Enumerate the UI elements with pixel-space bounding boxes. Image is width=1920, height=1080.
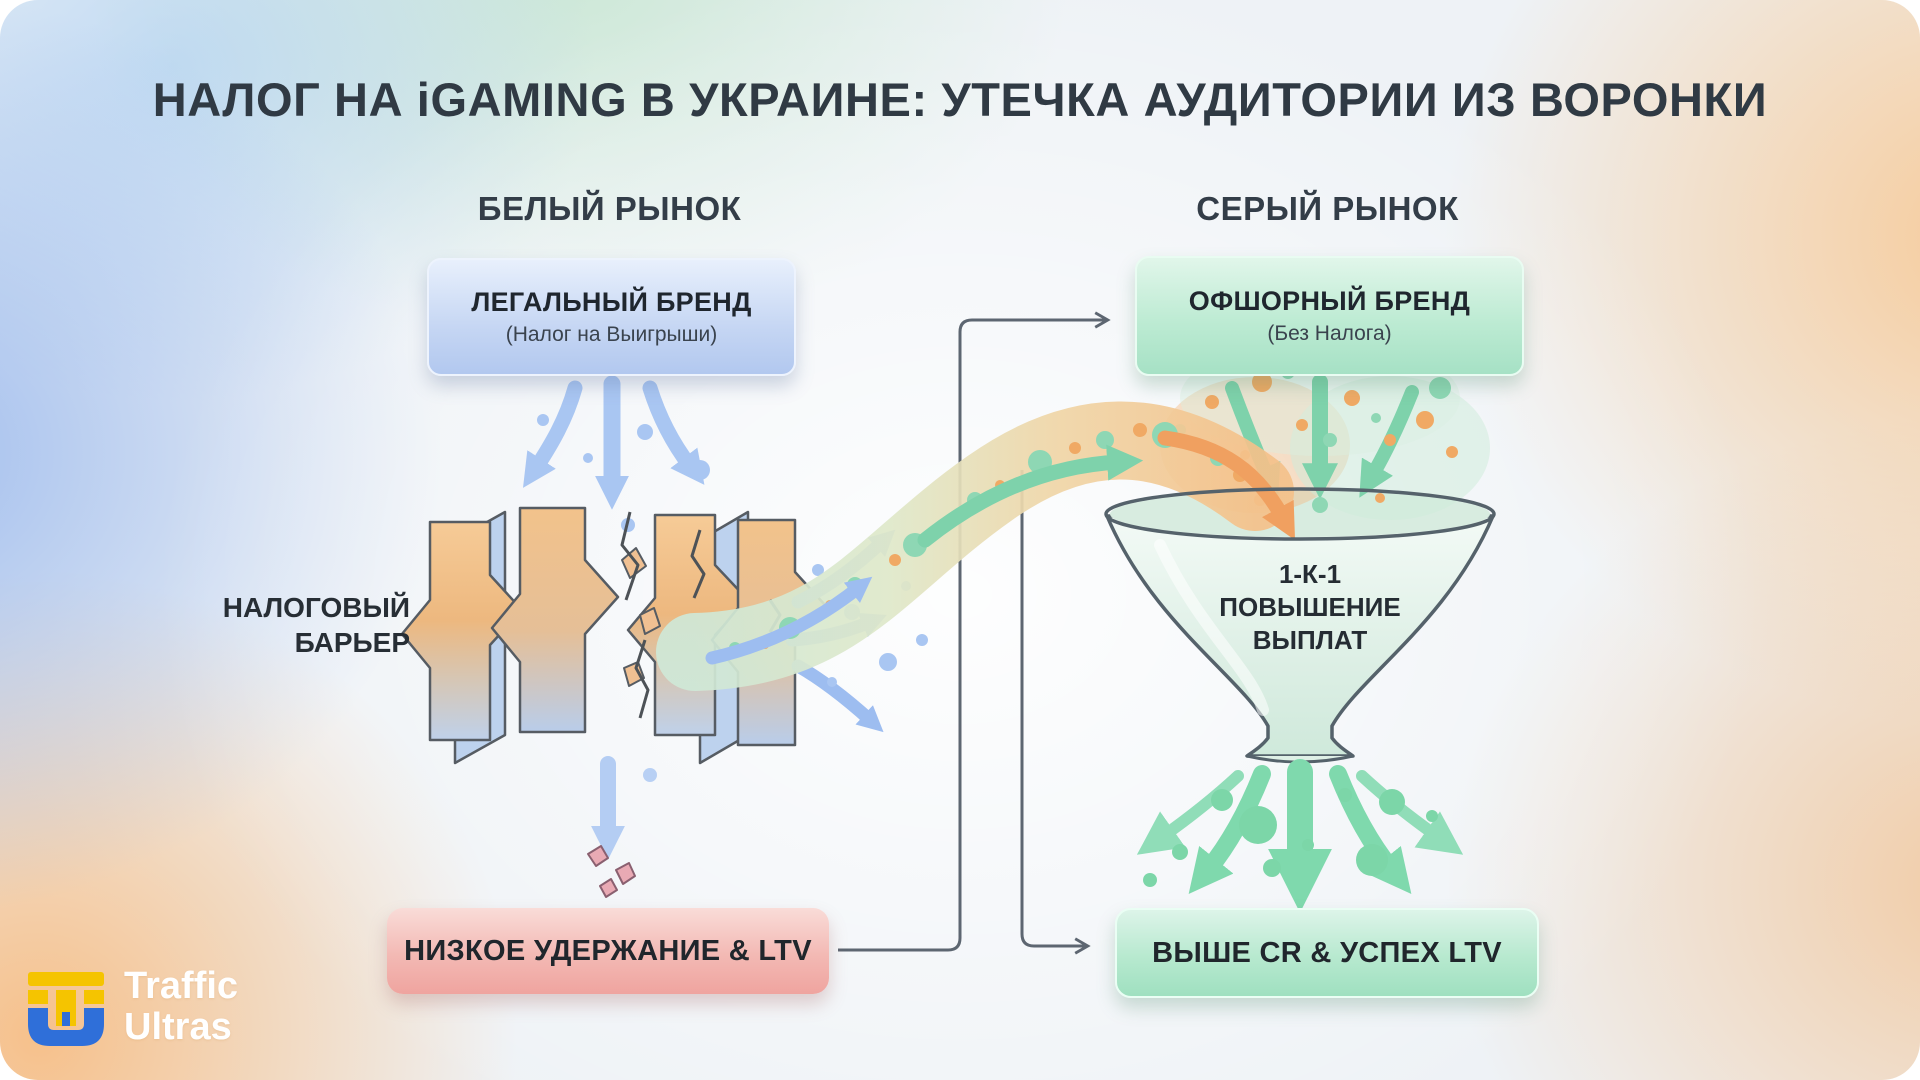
legal-brand-title: ЛЕГАЛЬНЫЙ БРЕНД: [471, 287, 752, 317]
logo-mark-icon: [28, 972, 104, 1046]
traffic-ultras-logo: Traffic Ultras: [24, 966, 238, 1050]
funnel-label-line1: 1-К-1: [1278, 559, 1342, 589]
audience-down-arrows-icon: [522, 375, 710, 532]
higher-cr-card: ВЫШЕ CR & УСПЕХ LTV: [1115, 908, 1539, 998]
funnel-rim-icon: [1104, 487, 1496, 541]
logo-wordmark: Traffic Ultras: [124, 966, 238, 1048]
tax-barrier-label: НАЛОГОВЫЙ БАРЬЕР: [170, 590, 410, 660]
debris-icon: [587, 845, 636, 898]
low-retention-label: НИЗКОЕ УДЕРЖАНИЕ & LTV: [404, 934, 812, 967]
funnel-label: 1-К-1 ПОВЫШЕНИЕ ВЫПЛАТ: [1205, 558, 1415, 657]
offshore-brand-subtitle: (Без Налога): [1267, 322, 1392, 345]
higher-cr-label: ВЫШЕ CR & УСПЕХ LTV: [1152, 936, 1502, 969]
legal-brand-subtitle: (Налог на Выигрыши): [505, 323, 718, 346]
white-market-header: БЕЛЫЙ РЫНОК: [477, 190, 742, 227]
connector-low-retention-to-offshore: [838, 311, 1111, 952]
logo-line1: Traffic: [124, 965, 239, 1007]
offshore-brand-title: ОФШОРНЫЙ БРЕНД: [1188, 286, 1471, 316]
funnel-label-line3: ВЫПЛАТ: [1252, 625, 1368, 655]
funnel-output-arrows-icon: [1136, 759, 1464, 913]
funnel-label-line2: ПОВЫШЕНИЕ: [1219, 592, 1401, 622]
page-title: НАЛОГ НА iGAMING В УКРАИНЕ: УТЕЧКА АУДИТ…: [152, 73, 1768, 126]
tax-barrier-label-line2: БАРЬЕР: [294, 627, 410, 658]
low-retention-card: НИЗКОЕ УДЕРЖАНИЕ & LTV: [387, 908, 829, 994]
legal-brand-card: ЛЕГАЛЬНЫЙ БРЕНД (Налог на Выигрыши): [427, 258, 796, 376]
churn-drop-icon: [587, 756, 657, 898]
offshore-brand-card: ОФШОРНЫЙ БРЕНД (Без Налога): [1135, 256, 1524, 376]
logo-line2: Ultras: [124, 1006, 232, 1048]
connector-flow-to-higher-cr: [1020, 470, 1091, 955]
grey-market-header: СЕРЫЙ РЫНОК: [1196, 190, 1459, 227]
audience-flow-band-icon: [656, 401, 1296, 691]
tax-barrier-label-line1: НАЛОГОВЫЙ: [222, 592, 410, 623]
